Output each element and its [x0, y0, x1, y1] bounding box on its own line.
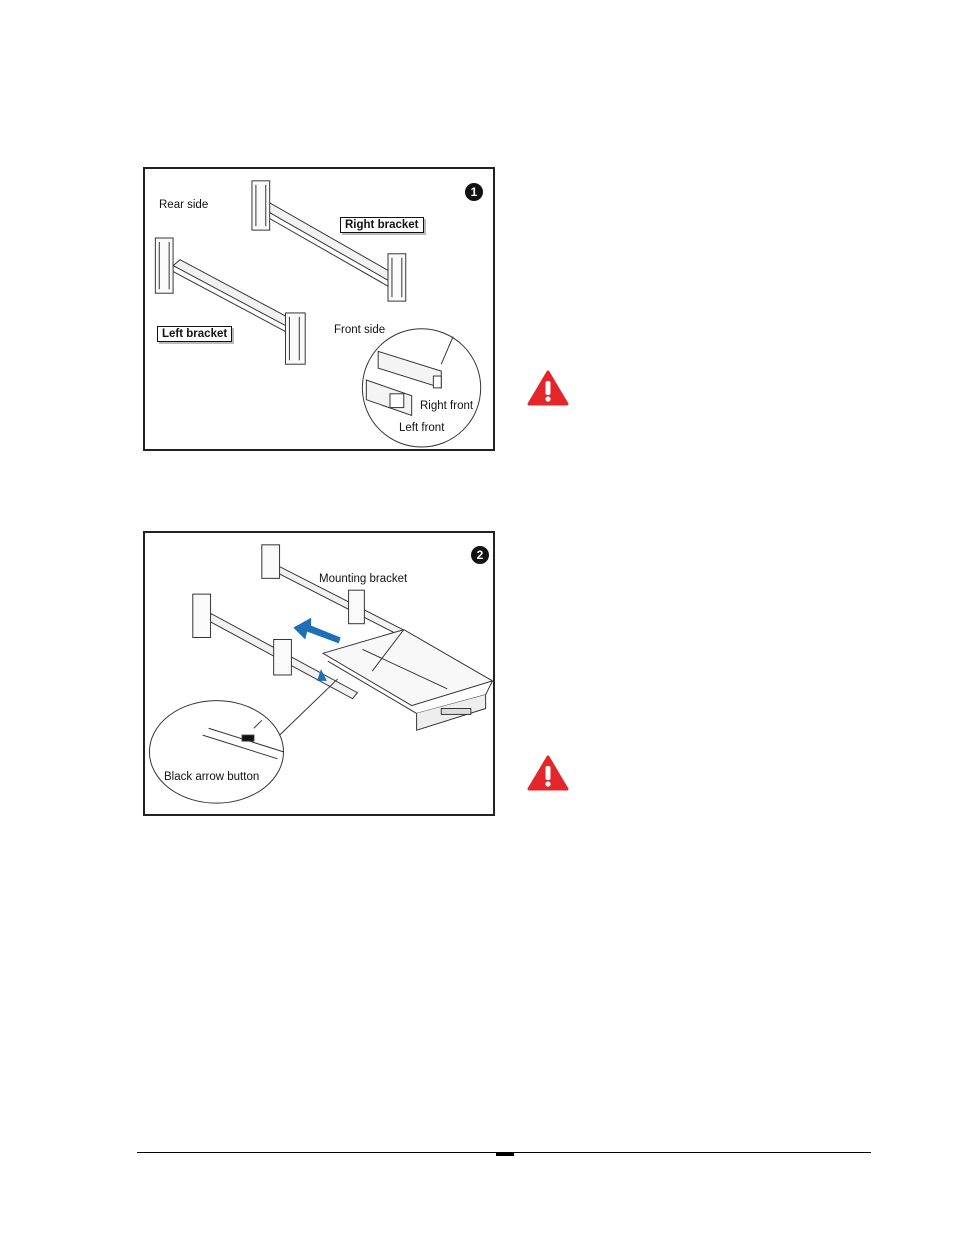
warning-icon [527, 370, 569, 406]
right-bracket-label: Right bracket [340, 217, 424, 233]
figure-step-1: 1 Rear side Right bracket Left bracket F… [143, 167, 495, 451]
front-side-label: Front side [334, 324, 385, 336]
warning-icon [527, 755, 569, 791]
rear-side-label: Rear side [159, 199, 208, 211]
mounting-bracket-label: Mounting bracket [319, 573, 407, 585]
left-bracket-label: Left bracket [157, 326, 232, 342]
figure-step-2: 2 Mounting bracket Black arrow button [143, 531, 495, 816]
left-front-label: Left front [399, 422, 444, 434]
step-number-badge: 1 [465, 183, 483, 201]
right-front-label: Right front [420, 400, 473, 412]
step-number-badge: 2 [471, 546, 489, 564]
footer-page-marker [496, 1152, 514, 1156]
black-arrow-button-label: Black arrow button [164, 771, 259, 783]
